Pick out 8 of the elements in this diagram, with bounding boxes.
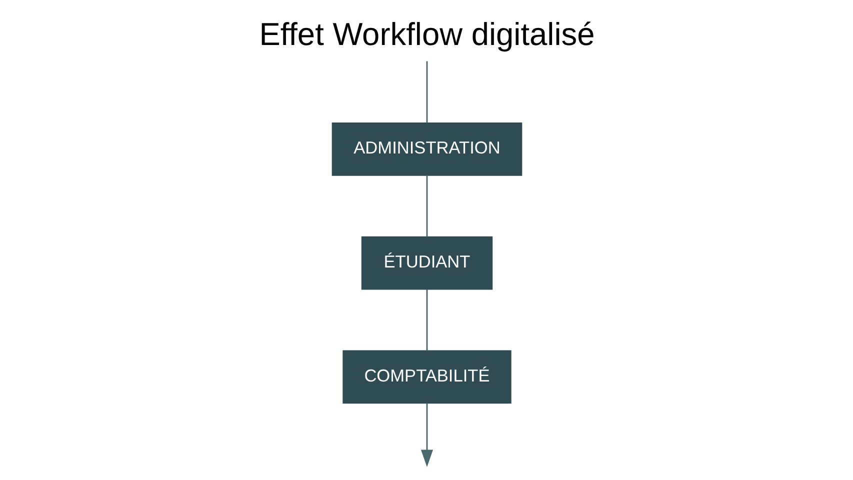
connector: [426, 289, 428, 351]
arrow: [420, 402, 433, 468]
node-box: ADMINISTRATION: [331, 122, 522, 176]
node-box: COMPTABILITÉ: [342, 350, 511, 404]
diagram-title: Effet Workflow digitalisé: [258, 16, 594, 52]
node-box: ÉTUDIANT: [360, 236, 492, 290]
connector: [426, 175, 428, 238]
connector: [426, 61, 428, 123]
